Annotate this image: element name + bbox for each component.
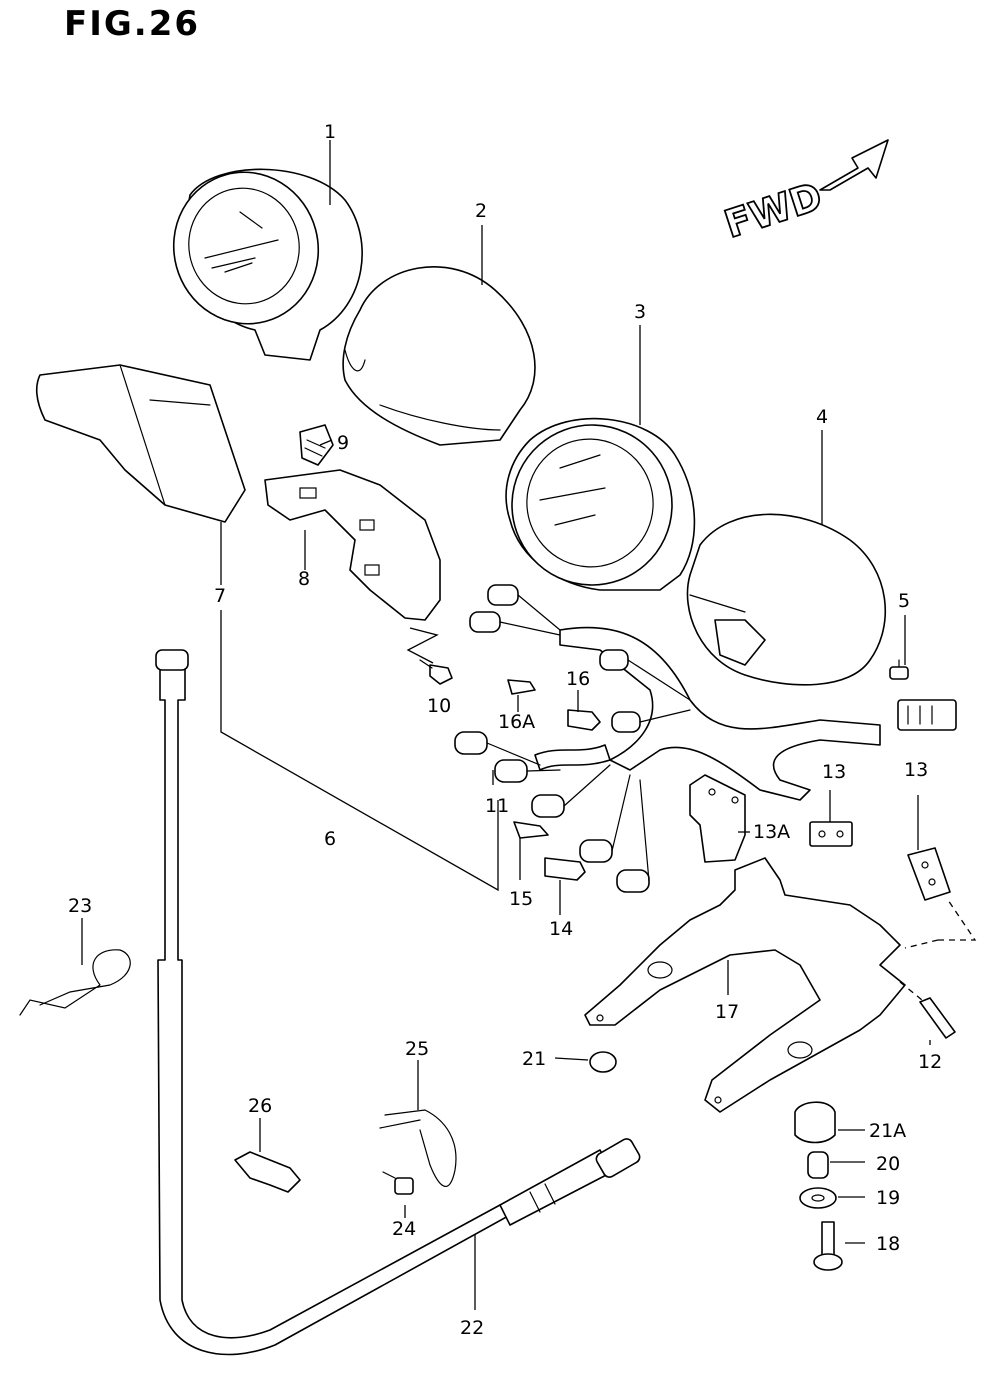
callout-1: 1 — [324, 121, 336, 143]
screw-24[interactable] — [382, 1171, 414, 1195]
speedometer[interactable] — [489, 402, 696, 607]
speedometer-cable[interactable] — [155, 649, 642, 1356]
callout-19: 19 — [876, 1187, 900, 1209]
figure-title: FIG.26 — [64, 4, 201, 44]
callout-9: 9 — [337, 432, 349, 454]
leader-lines — [81, 140, 977, 1310]
callout-24: 24 — [392, 1218, 416, 1240]
bulb-16[interactable] — [567, 709, 601, 731]
callout-13: 13 — [822, 761, 846, 783]
callout-25: 25 — [405, 1038, 429, 1060]
callout-12: 12 — [918, 1051, 942, 1073]
callout-10: 10 — [427, 695, 451, 717]
callout-2: 2 — [475, 200, 487, 222]
cable-clamp-26[interactable] — [234, 1151, 301, 1193]
callout-22: 22 — [460, 1317, 484, 1339]
callout-18: 18 — [876, 1233, 900, 1255]
bulb-14[interactable] — [544, 857, 586, 881]
callout-8: 8 — [298, 568, 310, 590]
callout-6: 6 — [324, 828, 336, 850]
damper-13b[interactable] — [907, 847, 951, 901]
screw-10[interactable] — [419, 659, 453, 685]
fwd-arrow-icon — [819, 139, 889, 191]
callout-15: 15 — [509, 888, 533, 910]
callout-23: 23 — [68, 895, 92, 917]
bolt-18[interactable] — [813, 1221, 843, 1271]
callout-11: 11 — [485, 795, 509, 817]
plate-13A[interactable] — [689, 774, 746, 863]
collar-20[interactable] — [807, 1151, 829, 1179]
tachometer-case[interactable] — [342, 266, 536, 446]
emblem-9[interactable] — [299, 424, 334, 466]
bulb-sockets[interactable] — [454, 584, 691, 893]
bulb-15[interactable] — [513, 821, 549, 839]
fwd-indicator: FWD — [718, 139, 889, 247]
wiring-harness[interactable] — [534, 626, 957, 801]
meter-bracket[interactable] — [584, 857, 906, 1113]
callout-7: 7 — [214, 585, 226, 607]
callout-13A: 13A — [753, 821, 790, 843]
grommet-21[interactable] — [589, 1051, 617, 1073]
callout-21A: 21A — [869, 1120, 906, 1142]
cable-clamp-25[interactable] — [379, 1109, 457, 1187]
callout-3: 3 — [634, 301, 646, 323]
bolt-12[interactable] — [899, 981, 956, 1039]
callout-13-b: 13 — [904, 759, 928, 781]
callout-14: 14 — [549, 918, 573, 940]
meter-cover[interactable] — [35, 364, 246, 523]
callout-labels: 1 2 3 4 5 6 7 8 9 10 11 12 13 13 13A 14 … — [68, 121, 942, 1339]
damper-13a[interactable] — [809, 821, 853, 847]
grommet-21A[interactable] — [794, 1101, 836, 1144]
callout-26: 26 — [248, 1095, 272, 1117]
speedometer-case[interactable] — [686, 513, 887, 686]
screw-5[interactable] — [889, 659, 909, 680]
fwd-label: FWD — [719, 174, 827, 247]
callout-16: 16 — [566, 668, 590, 690]
callout-21: 21 — [522, 1048, 546, 1070]
cable-clamp-23[interactable] — [19, 949, 131, 1016]
washer-19[interactable] — [799, 1187, 837, 1209]
meter-bracket-cover[interactable] — [264, 469, 441, 621]
callout-20: 20 — [876, 1153, 900, 1175]
callout-4: 4 — [816, 406, 828, 428]
callout-17: 17 — [715, 1001, 739, 1023]
callout-5: 5 — [898, 590, 910, 612]
bulb-16A[interactable] — [507, 679, 536, 695]
tachometer[interactable] — [157, 156, 363, 361]
callout-16A: 16A — [498, 711, 535, 733]
